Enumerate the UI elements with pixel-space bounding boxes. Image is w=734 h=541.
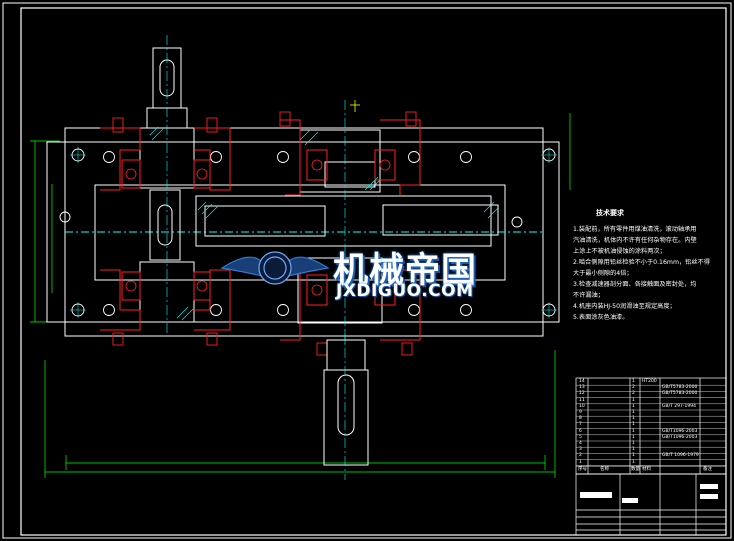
- parts-list-header-qty: 数量: [631, 467, 640, 472]
- parts-list-cell-no: 10: [579, 403, 585, 409]
- requirement-line: 5.表面涂灰色油漆。: [573, 314, 629, 321]
- parts-list-cell-qty: 1: [632, 416, 635, 422]
- parts-list-cell-qty: 1: [632, 453, 635, 459]
- parts-list-header-name: 名称: [600, 467, 609, 472]
- parts-list-cell-no: 12: [579, 391, 585, 397]
- parts-list-cell-no: 2: [579, 453, 582, 459]
- parts-list-cell-qty: 1: [632, 422, 635, 428]
- parts-list-cell-qty: 1: [632, 434, 635, 440]
- parts-list-cell-standard: GB/T5783-2000: [662, 385, 698, 391]
- sheet-inner-border: [20, 7, 727, 536]
- technical-requirements-list: 1.装配前，所有零件用煤油清洗，滚动轴承用 汽油清洗，机体内不许有任何杂物存在。…: [573, 224, 721, 323]
- parts-list-cell-qty: 1: [632, 447, 635, 453]
- parts-list-cell-no: 13: [579, 385, 585, 391]
- aux-marks: [350, 100, 360, 112]
- parts-list-cell-standard: GB/T 297-1994: [662, 403, 696, 409]
- parts-list-cell-qty: 2: [632, 385, 635, 391]
- requirement-line: 1.装配前，所有零件用煤油清洗，滚动轴承用: [573, 226, 697, 233]
- parts-list-cell-qty: 1: [632, 410, 635, 415]
- parts-list-cell-qty: 1: [632, 403, 635, 409]
- requirement-line: 3.检查减速器剖分面、各接触面及密封处，均: [573, 281, 697, 288]
- parts-list-cell-no: 6: [579, 428, 582, 434]
- parts-list-cell-no: 11: [579, 397, 585, 403]
- parts-list-grid: [575, 377, 727, 475]
- parts-list-cell-no: 3: [579, 447, 582, 453]
- parts-list-cell-qty: 1: [632, 397, 635, 403]
- parts-list-cell-material: HT200: [642, 379, 657, 384]
- parts-list-cell-qty: 1: [632, 441, 635, 446]
- parts-list-cell-qty: 1: [632, 428, 635, 434]
- title-block-grid: [575, 473, 727, 536]
- requirement-line: 4.机座内装HJ-50润滑油至规定高度；: [573, 303, 676, 310]
- parts-list-cell-no: 8: [579, 416, 582, 422]
- output-shaft: [323, 339, 369, 466]
- parts-list-cell-qty: 1: [632, 459, 635, 465]
- watermark-english: JXDIGUO.COM: [336, 281, 474, 301]
- parts-list-cell-no: 7: [579, 422, 582, 428]
- flange-studs: [112, 111, 417, 356]
- requirement-line: 大于最小侧隙的4倍；: [573, 270, 633, 277]
- parts-list-cell-qty: 1: [632, 379, 635, 384]
- watermark-emblem: [220, 251, 330, 285]
- parts-list-header-note: 备注: [703, 467, 712, 472]
- bearing-balls: [125, 159, 391, 296]
- requirement-line: 2.啮合侧隙用铅丝检验不小于0.16mm，铅丝不得: [573, 259, 710, 266]
- housing-section-walls: [100, 119, 421, 341]
- parts-list-cell-standard: GB/T1096-2003: [662, 428, 698, 434]
- requirement-line: 上涂上不被机油侵蚀的涂料两次；: [573, 248, 666, 255]
- parts-list-cell-no: 5: [579, 434, 582, 440]
- requirement-line: 汽油清洗，机体内不许有任何杂物存在。内壁: [573, 237, 697, 244]
- parts-list-cell-no: 1: [579, 459, 582, 465]
- parts-list-header-no: 序号: [578, 467, 587, 472]
- dimension-lines: [30, 113, 571, 478]
- parts-list-cell-standard: GB/T1096-2003: [662, 434, 698, 440]
- parts-list-cell-standard: GB/T5783-2000: [662, 391, 698, 397]
- parts-list-cell-no: 4: [579, 441, 582, 446]
- parts-list-header-material: 材料: [642, 467, 651, 472]
- technical-requirements-title: 技术要求: [596, 209, 624, 217]
- parts-list-cell-qty: 2: [632, 391, 635, 397]
- housing-outline: [46, 127, 560, 337]
- bolt-hole-centermarks: [70, 147, 557, 318]
- section-hatching: [149, 126, 499, 321]
- requirement-line: 不许漏油；: [573, 292, 604, 299]
- parts-list-cell-no: 9: [579, 410, 582, 415]
- parts-list-cell-no: 14: [579, 379, 585, 384]
- watermark-chinese: 机械帝国: [333, 251, 478, 291]
- parts-list-cell-standard: GB/T 1096-1979: [662, 453, 699, 459]
